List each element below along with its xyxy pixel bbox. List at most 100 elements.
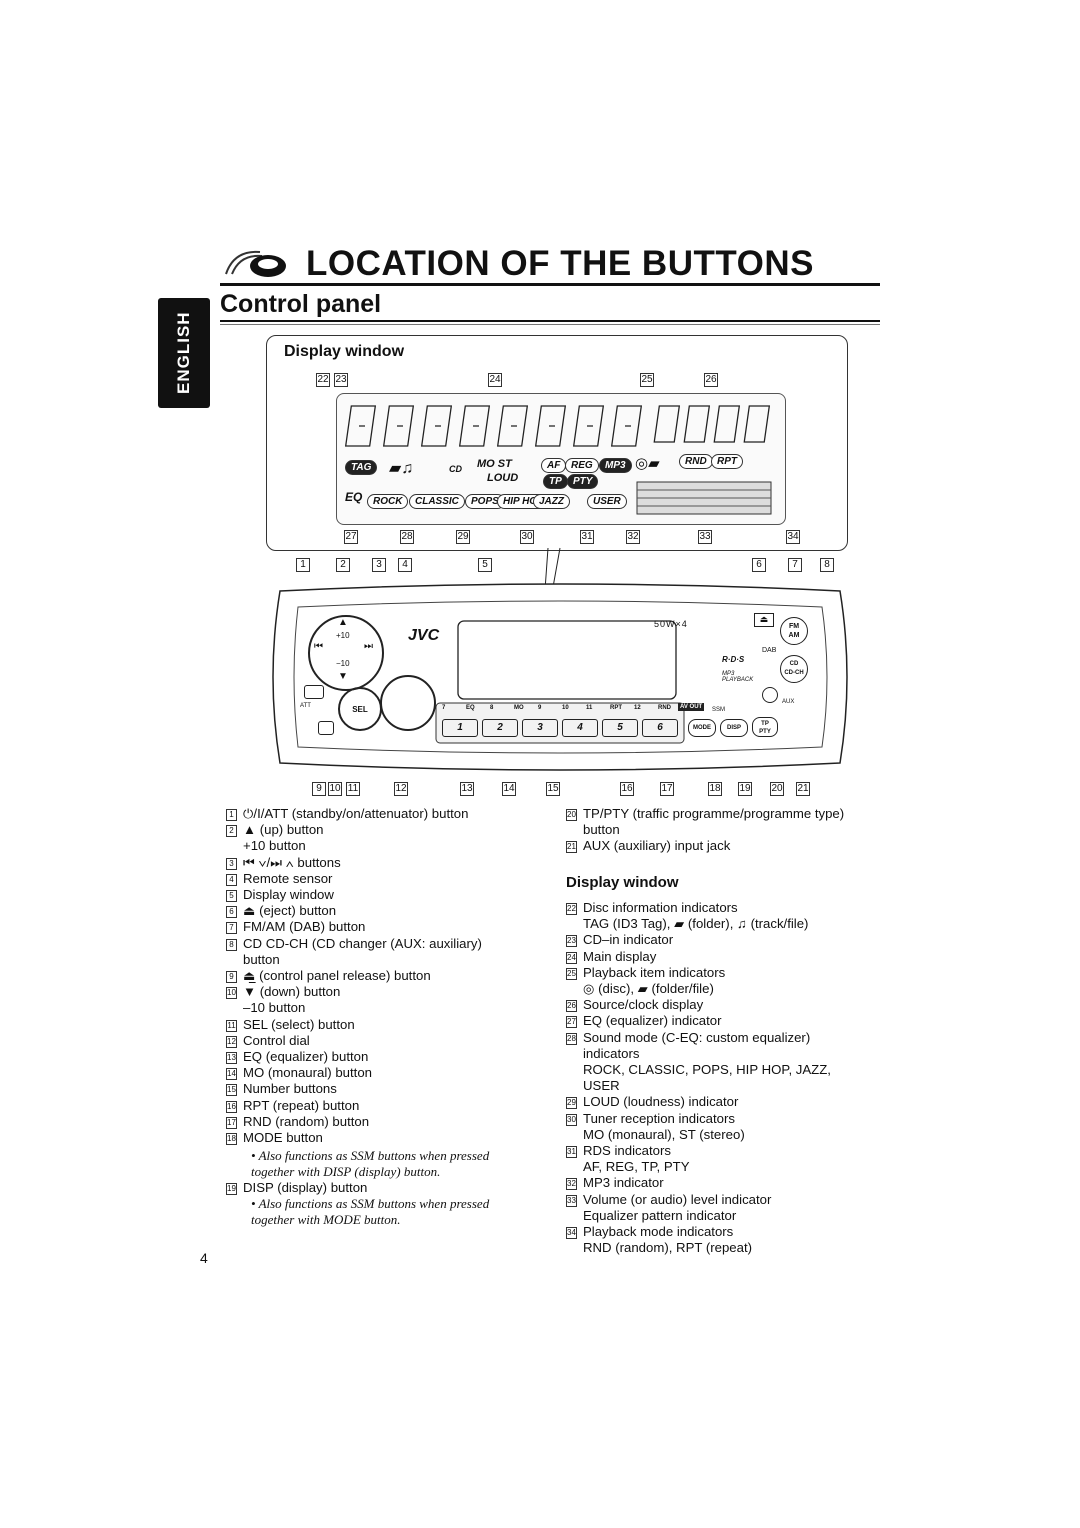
item-text: ◎ (disc), ▰ (folder/file): [583, 981, 714, 997]
preset-button-6[interactable]: 6: [642, 719, 678, 737]
preset-button-1[interactable]: 1: [442, 719, 478, 737]
item-number: 25: [566, 967, 577, 980]
item-text: MO (monaural) button: [243, 1065, 372, 1081]
tp-pty-button[interactable]: TP PTY: [752, 717, 778, 737]
item-text: AUX (auxiliary) input jack: [583, 838, 731, 854]
display-top-callout: 24: [488, 373, 502, 387]
power-button[interactable]: [304, 685, 324, 699]
item-text: Display window: [243, 887, 334, 903]
level-meter: [636, 481, 772, 515]
panel-top-callout: 2: [336, 558, 350, 572]
item-text: RND (random) button: [243, 1113, 370, 1129]
prev-button[interactable]: ⏮: [314, 641, 323, 652]
list-item: TAG (ID3 Tag), ▰ (folder), ♫ (track/file…: [566, 916, 886, 932]
item-number: 21: [566, 841, 577, 854]
list-item: –10 button: [226, 1000, 526, 1016]
fm-am-button[interactable]: FM AM: [780, 617, 808, 645]
list-item: 3⏮ ∨/⏭ ∧ buttons: [226, 855, 526, 871]
strip-label: 11: [586, 705, 593, 711]
strip-label: 8: [490, 705, 494, 711]
preset-button-4[interactable]: 4: [562, 719, 598, 737]
item-text: CD CD-CH (CD changer (AUX: auxiliary): [243, 935, 482, 951]
ssm-note-1: • Also functions as SSM buttons when pre…: [251, 1148, 490, 1179]
item-number: 8: [226, 938, 237, 951]
down-button[interactable]: ▼: [338, 671, 348, 682]
item-text: indicators: [583, 1045, 640, 1061]
display-bottom-callout: 34: [786, 530, 800, 544]
release-button[interactable]: [318, 721, 334, 735]
preset-button-2[interactable]: 2: [482, 719, 518, 737]
item-text: button: [243, 951, 280, 967]
item-text: Disc information indicators: [583, 900, 738, 915]
panel-bottom-callout: 15: [546, 782, 560, 796]
page-title: LOCATION OF THE BUTTONS: [306, 244, 814, 283]
list-item: 6⏏ (eject) button: [226, 903, 526, 919]
panel-bottom-callout: 12: [394, 782, 408, 796]
panel-bottom-callout: 9: [312, 782, 326, 796]
item-text: ▼ (down) button: [243, 984, 341, 1000]
reg-indicator: REG: [565, 458, 599, 473]
sound-mode-chip: USER: [587, 494, 627, 509]
aux-jack[interactable]: [762, 687, 778, 703]
item-text: Sound mode (C-EQ: custom equalizer): [583, 1029, 811, 1045]
item-number: 32: [566, 1178, 577, 1191]
list-item: Equalizer pattern indicator: [566, 1208, 886, 1224]
list-item: indicators: [566, 1046, 886, 1062]
strip-label: RPT: [610, 705, 622, 711]
preset-button-5[interactable]: 5: [602, 719, 638, 737]
lcd-display: TAG ▰♫ CD MO ST LOUD AF REG MP3 TP PTY ◎…: [336, 393, 786, 525]
display-window-figure: [266, 335, 848, 551]
display-top-callout: 26: [704, 373, 718, 387]
disp-button[interactable]: DISP: [720, 719, 748, 737]
navigation-pad[interactable]: [308, 615, 384, 691]
rnd-indicator: RND: [679, 454, 713, 469]
list-item: MO (monaural), ST (stereo): [566, 1127, 886, 1143]
mode-button[interactable]: MODE: [688, 719, 716, 737]
preset-button-3[interactable]: 3: [522, 719, 558, 737]
strip-label: 12: [634, 705, 641, 711]
panel-top-callout: 3: [372, 558, 386, 572]
control-dial[interactable]: [380, 675, 436, 731]
item-text: FM/AM (DAB) button: [243, 919, 366, 935]
tag-indicator: TAG: [345, 460, 378, 475]
panel-bottom-callout: 17: [660, 782, 674, 796]
item-number: 22: [566, 903, 577, 915]
item-number: 29: [566, 1097, 577, 1110]
panel-bottom-callout: 11: [346, 782, 360, 796]
pty-indicator: PTY: [567, 474, 599, 489]
cd-button[interactable]: CD CD-CH: [780, 655, 808, 683]
panel-bottom-callout: 13: [460, 782, 474, 796]
panel-top-callout: 5: [478, 558, 492, 572]
item-number: 28: [566, 1032, 577, 1045]
sel-button[interactable]: SEL: [338, 687, 382, 731]
list-item: 1⏻/I/ATT (standby/on/attenuator) button: [226, 806, 526, 822]
item-text: Remote sensor: [243, 870, 333, 886]
item-text: RND (random), RPT (repeat): [583, 1240, 753, 1256]
item-number: 12: [226, 1035, 237, 1048]
eject-button[interactable]: ⏏: [754, 613, 774, 627]
most-indicator: MO ST: [477, 458, 512, 470]
display-bottom-callout: 27: [344, 530, 358, 544]
item-number: 9: [226, 971, 237, 984]
display-bottom-callout: 31: [580, 530, 594, 544]
list-item: +10 button: [226, 838, 526, 854]
item-number: 15: [226, 1084, 237, 1097]
list-item: 21 AUX (auxiliary) input jack: [566, 838, 886, 854]
next-button[interactable]: ⏭: [364, 641, 373, 652]
cd-in-indicator: CD: [449, 464, 462, 474]
up-button[interactable]: ▲: [338, 617, 348, 628]
